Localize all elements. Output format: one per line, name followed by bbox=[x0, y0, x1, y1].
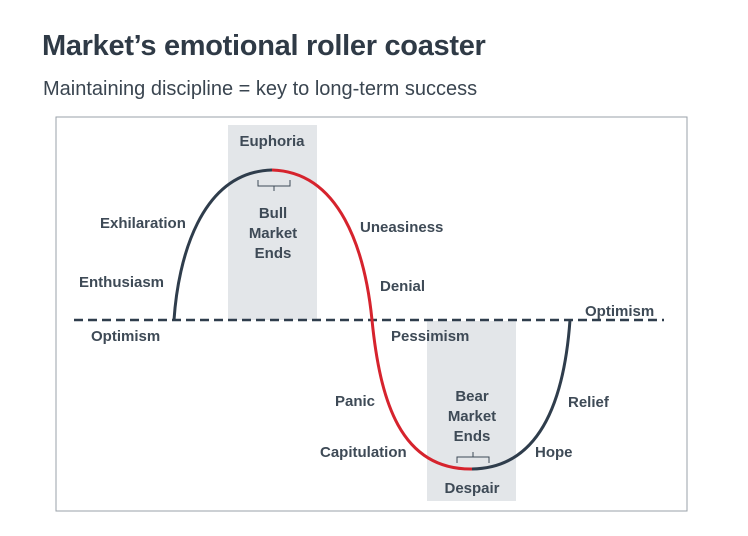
label-bear-line-2: Market bbox=[448, 408, 496, 425]
label-bull-line-2: Market bbox=[249, 225, 297, 242]
label-despair: Despair bbox=[444, 480, 499, 497]
label-bear-line-1: Bear bbox=[455, 388, 489, 405]
page-subtitle: Maintaining discipline = key to long-ter… bbox=[43, 78, 478, 100]
rising-curve bbox=[172, 168, 273, 321]
label-bear-line-3: Ends bbox=[454, 428, 491, 445]
label-bull-line-3: Ends bbox=[255, 245, 292, 262]
label-enthusiasm: Enthusiasm bbox=[79, 274, 164, 291]
bull-bracket bbox=[257, 180, 291, 191]
label-optimism-right: Optimism bbox=[585, 303, 654, 320]
bull-shade-band bbox=[228, 125, 317, 320]
label-denial: Denial bbox=[380, 278, 425, 295]
label-pessimism: Pessimism bbox=[391, 328, 469, 345]
label-hope: Hope bbox=[535, 444, 573, 461]
label-exhilaration: Exhilaration bbox=[100, 215, 186, 232]
label-uneasiness: Uneasiness bbox=[360, 219, 443, 236]
bear-shade-band bbox=[427, 321, 516, 501]
label-euphoria: Euphoria bbox=[239, 133, 305, 150]
label-optimism-left: Optimism bbox=[91, 328, 160, 345]
diagram-frame bbox=[55, 116, 688, 512]
label-bull-line-1: Bull bbox=[259, 205, 287, 222]
label-relief: Relief bbox=[568, 394, 610, 411]
falling-curve bbox=[271, 168, 473, 471]
bear-bracket bbox=[456, 452, 490, 463]
page-title: Market’s emotional roller coaster bbox=[42, 30, 486, 62]
label-capitulation: Capitulation bbox=[320, 444, 407, 461]
label-panic: Panic bbox=[335, 393, 375, 410]
recovery-curve bbox=[471, 319, 572, 471]
